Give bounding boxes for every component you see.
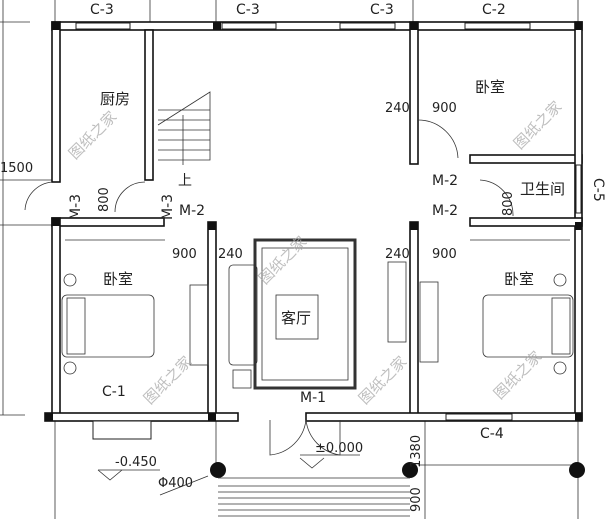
dimension: 900 xyxy=(432,247,457,262)
window-label: C-5 xyxy=(590,178,606,202)
watermark: 图纸之家 xyxy=(355,353,410,408)
dimension: 1500 xyxy=(0,161,33,176)
labels: C-3 C-3 C-3 C-2 C-5 C-1 C-4 M-3 M-3 M-2 … xyxy=(0,2,606,512)
door-label: M-1 xyxy=(300,390,326,406)
windows xyxy=(75,22,582,440)
room-bedroom-w: 卧室 xyxy=(103,270,133,288)
window-label: C-4 xyxy=(480,426,504,442)
watermark: 图纸之家 xyxy=(490,348,545,403)
room-bedroom-e: 卧室 xyxy=(504,270,534,288)
columns xyxy=(45,22,585,478)
dimension: 240 xyxy=(385,247,410,262)
elevation: ±0.000 xyxy=(315,441,363,456)
dimension: 800 xyxy=(501,191,516,216)
room-bedroom-ne: 卧室 xyxy=(475,78,505,96)
stair-label: 上 xyxy=(178,173,192,189)
dimension: 240 xyxy=(385,101,410,116)
door-label: M-2 xyxy=(432,203,458,219)
dimension: 1380 xyxy=(409,435,424,468)
dimension: 900 xyxy=(409,487,424,512)
dimension: 800 xyxy=(97,187,112,212)
dimension: 900 xyxy=(432,101,457,116)
window-label: C-1 xyxy=(102,384,126,400)
watermark: 图纸之家 xyxy=(140,353,195,408)
watermark: 图纸之家 xyxy=(65,108,120,163)
elevation: -0.450 xyxy=(115,455,157,470)
door-label: M-2 xyxy=(179,203,205,219)
window-label: C-3 xyxy=(370,2,394,18)
column-diameter: Φ400 xyxy=(158,476,193,491)
watermarks: 图纸之家 图纸之家 图纸之家 图纸之家 图纸之家 图纸之家 xyxy=(65,98,565,408)
window-label: C-3 xyxy=(236,2,260,18)
window-label: C-2 xyxy=(482,2,506,18)
door-label: M-3 xyxy=(68,194,84,220)
door-label: M-2 xyxy=(432,173,458,189)
doors-and-fixtures xyxy=(24,91,574,517)
door-label: M-3 xyxy=(160,194,176,220)
room-living: 客厅 xyxy=(281,309,311,327)
room-kitchen: 厨房 xyxy=(100,90,130,108)
room-bathroom: 卫生间 xyxy=(520,180,565,198)
watermark: 图纸之家 xyxy=(510,98,565,153)
dimension: 900 xyxy=(172,247,197,262)
window-label: C-3 xyxy=(90,2,114,18)
dimension: 240 xyxy=(218,247,243,262)
